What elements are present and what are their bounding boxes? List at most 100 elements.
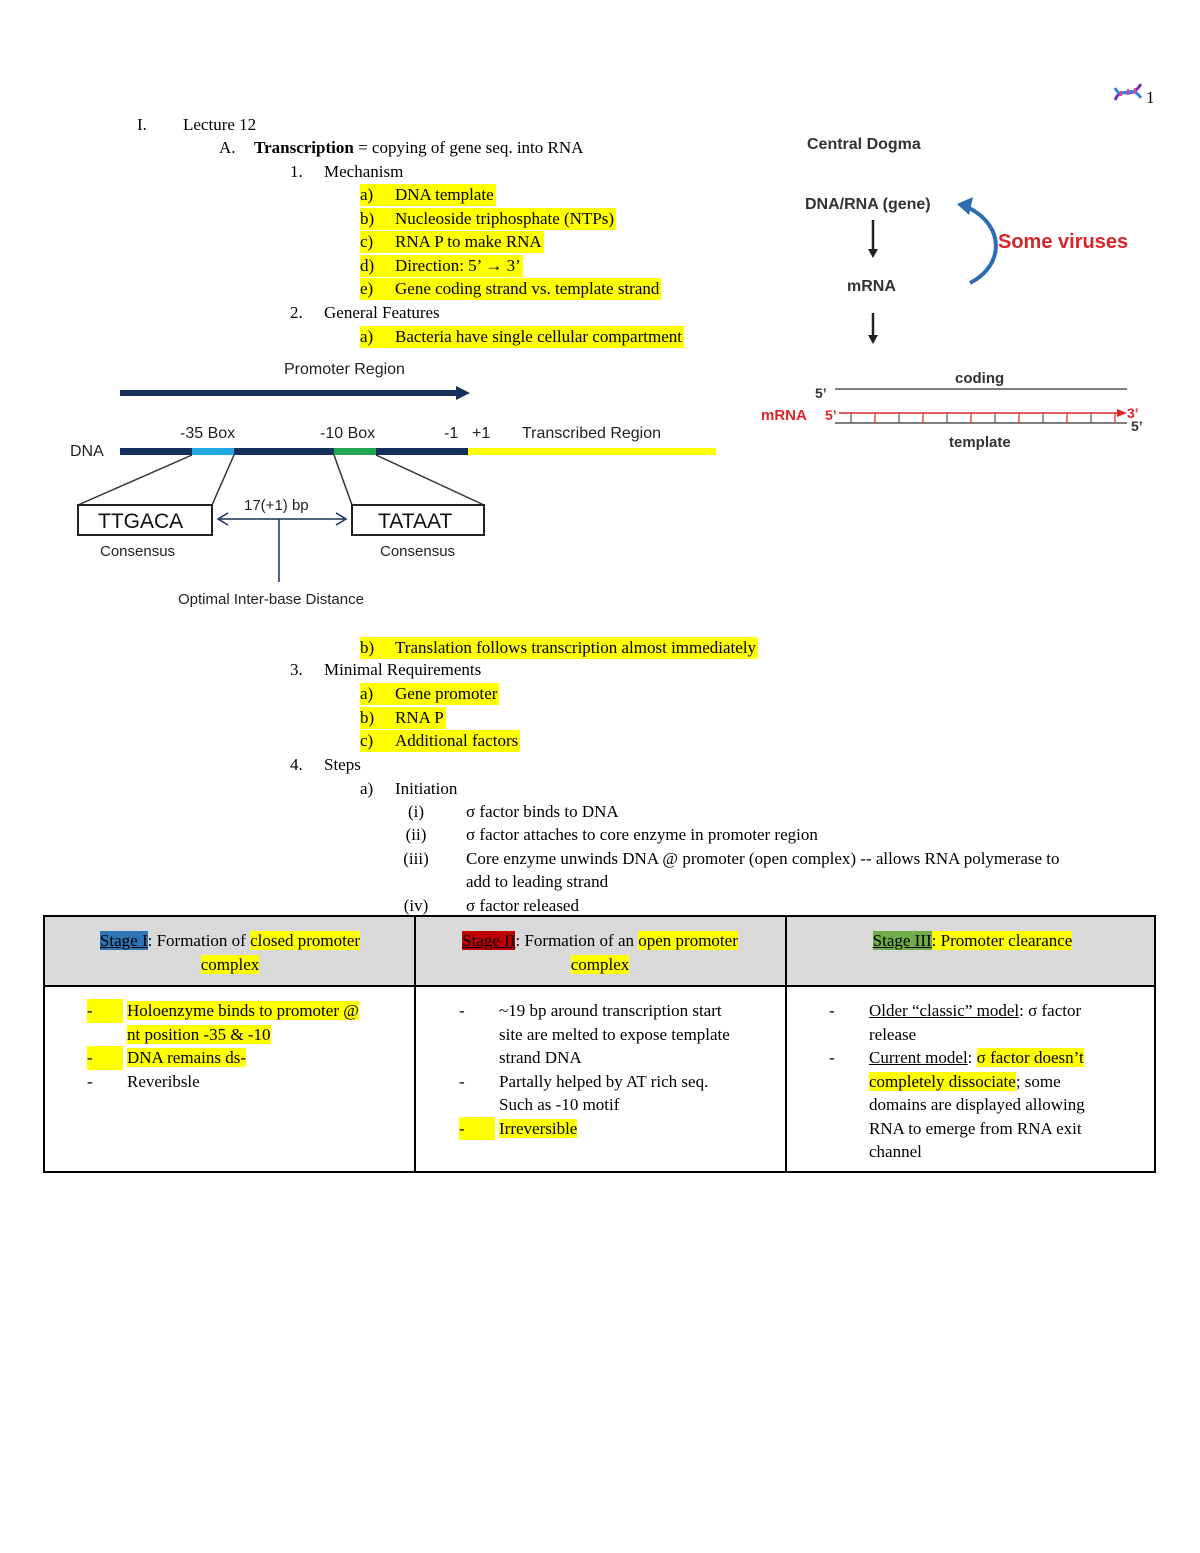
initiation-step-text: σ factor attaches to core enzyme in prom… [466,825,818,845]
outline-4-num: 4. [290,755,303,774]
initiation-step-text: σ factor released [466,895,579,915]
dna-promoter-strand [120,448,470,455]
promoter-arrow-head [456,386,470,400]
initiation-step-text: σ factor binds to DNA [466,802,619,821]
optimal-distance-label: Optimal Inter-base Distance [178,591,364,608]
spacing-label: 17(+1) bp [244,497,309,514]
general-feature-b: b)Translation follows transcription almo… [360,637,759,659]
requirement-marker: b) [360,707,375,727]
mrna-5prime: 5’ [825,407,837,423]
stage1-item: -Holoenzyme binds to promoter @nt positi… [87,999,359,1044]
consensus-35-label: Consensus [100,543,175,560]
initiation-heading: Initiation [395,779,458,798]
page-number: 1 [1146,88,1155,107]
dna-label: DNA [70,443,104,460]
transcription-term: Transcription [254,138,354,157]
mrna-label: mRNA [847,278,896,295]
seq35-text: TTGACA [98,510,183,533]
mechanism-item: a) DNA template [360,184,496,206]
requirement-item: a) Gene promoter [360,683,500,705]
reverse-transcription-arrow [966,205,998,285]
plus1-label: +1 [472,425,490,442]
general-features-heading: General Features [324,303,440,322]
stage1-item: -DNA remains ds- [87,1046,407,1070]
stage2-header: Stage II: Formation of an open promoter … [462,931,738,974]
initiation-step-marker: (ii) [405,825,427,845]
mechanism-text: Nucleoside triphosphate (NTPs) [395,208,615,228]
box10-segment [334,448,376,455]
seq35-box [77,504,213,536]
initiation-step-marker: (iv) [403,895,429,915]
mechanism-text: Direction: 5’ → 3’ [395,255,521,275]
requirement-marker: a) [360,684,374,703]
dna-helix-icon [1113,83,1143,101]
minimal-requirements-heading: Minimal Requirements [324,660,482,679]
outline-3-num: 3. [290,660,303,679]
promoter-region-label: Promoter Region [284,361,405,378]
mechanism-text: RNA P to make RNA [395,232,542,252]
requirement-text: Additional factors [395,731,519,751]
steps-a-marker: a) [360,779,374,798]
mechanism-text: DNA template [395,185,494,204]
mechanism-marker: a) [360,185,374,204]
mechanism-marker: c) [360,232,374,252]
stages-header-row [45,917,1154,987]
stage1-details: -Holoenzyme binds to promoter @nt positi… [87,999,407,1093]
mechanism-marker: b) [360,208,375,228]
stages-table: Stage I: Formation of closed promoter co… [43,915,1156,1173]
outline-l1-num: I. [137,115,147,134]
column-divider [414,917,416,1171]
template-label: template [949,434,1011,451]
column-divider [785,917,787,1171]
mrna-red-label: mRNA [761,407,807,424]
coding-label: coding [955,370,1004,387]
stage1-item: -Reveribsle [87,1071,200,1091]
requirement-marker: c) [360,731,374,751]
transcribed-segment [468,448,716,455]
mechanism-text: Gene coding strand vs. template strand [395,279,660,299]
outline-2-num: 2. [290,303,303,322]
mechanism-item: e)Gene coding strand vs. template strand [360,278,662,301]
mechanism-item: c) RNA P to make RNA [360,231,544,254]
stage2-item: -Partally helped by AT rich seq.Such as … [459,1071,709,1115]
some-viruses-label: Some viruses [998,231,1128,253]
requirement-item: c) Additional factors [360,730,521,753]
initiation-step-text: add to leading strand [466,872,609,892]
stage2-item: -Irreversible [459,1116,779,1140]
transcription-def-text: = copying of gene seq. into RNA [353,138,584,157]
mechanism-heading: Mechanism [324,162,404,181]
requirement-item: b) RNA P [360,706,446,729]
box35-segment [192,448,234,455]
stage3-header: Stage III: Promoter clearance [872,931,1073,950]
coding-5prime: 5’ [815,385,827,401]
consensus-10-label: Consensus [380,543,455,560]
steps-heading: Steps [324,755,361,774]
box10-label: -10 Box [320,425,375,442]
dna-rna-gene-label: DNA/RNA (gene) [805,196,931,213]
minus1-label: -1 [444,425,458,442]
box35-label: -35 Box [180,425,235,442]
initiation-step-text: Core enzyme unwinds DNA @ promoter (open… [466,848,1060,868]
initiation-step-marker: (i) [407,802,425,821]
promoter-diagram: Promoter Region -35 Box -10 Box -1 +1 Tr… [70,361,716,608]
requirement-text: Gene promoter [395,684,498,703]
central-dogma-diagram: Central Dogma DNA/RNA (gene) mRNA Some v… [761,136,1143,451]
general-feature-a: a)Bacteria have single cellular compartm… [360,326,684,348]
outline-A-num: A. [219,138,236,157]
initiation-step-marker: (iii) [403,848,429,868]
lecture-title: Lecture 12 [183,115,257,134]
transcribed-region-label: Transcribed Region [522,425,661,442]
mrna-3prime: 3’ [1127,405,1139,421]
outline-1-num: 1. [290,162,303,181]
mechanism-marker: d) [360,255,375,275]
mechanism-item: b) Nucleoside triphosphate (NTPs) [360,207,617,230]
seq10-text: TATAAT [378,510,452,533]
transcription-definition: Transcription = copying of gene seq. int… [254,137,583,159]
stage1-header: Stage I: Formation of closed promoter co… [99,931,361,974]
requirement-text: RNA P [395,707,444,727]
